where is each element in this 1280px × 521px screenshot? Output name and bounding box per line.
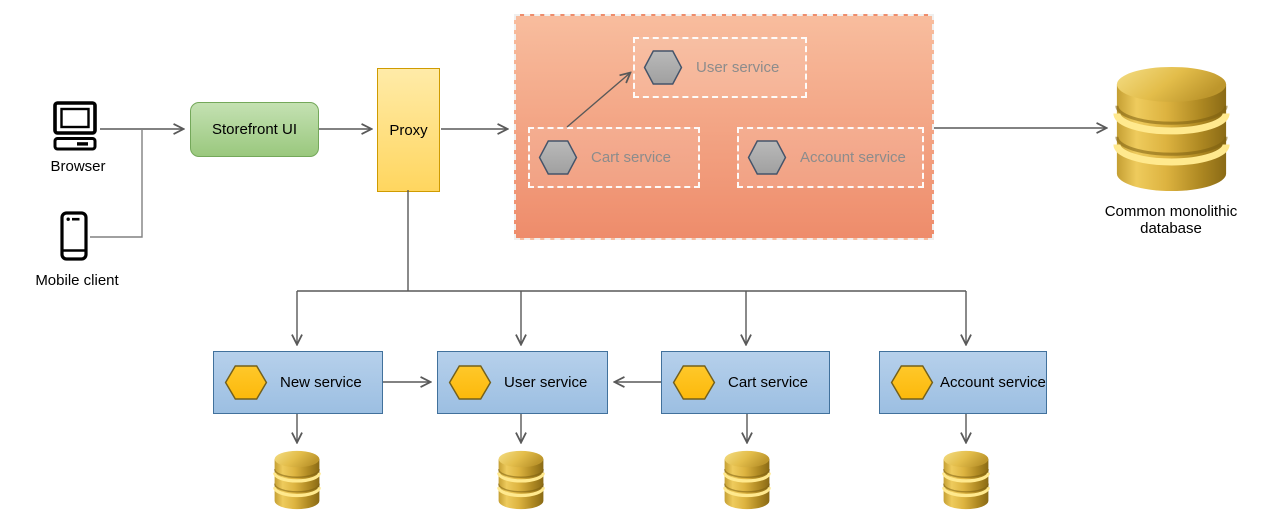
user-service-database-icon	[497, 450, 545, 510]
monolith-account-service: Account service	[737, 127, 924, 188]
proxy-label: Proxy	[389, 121, 428, 139]
new-service-node: New service	[213, 351, 383, 414]
monolith-database-label: Common monolithic database	[1104, 203, 1238, 237]
hexagon-icon	[224, 365, 268, 400]
hexagon-icon	[448, 365, 492, 400]
mobile-client-label: Mobile client	[35, 271, 119, 289]
account-service-database-icon	[942, 450, 990, 510]
storefront-ui-node: Storefront UI	[190, 102, 319, 157]
cart-service-database-icon	[723, 450, 771, 510]
user-service-node: User service	[437, 351, 608, 414]
desktop-computer-icon	[52, 100, 100, 153]
monolith-database-icon	[1113, 65, 1230, 193]
monolith-cart-service: Cart service	[528, 127, 700, 188]
proxy-node: Proxy	[377, 68, 440, 192]
smartphone-icon	[60, 211, 88, 261]
hexagon-icon	[890, 365, 934, 400]
cart-service-node: Cart service	[661, 351, 830, 414]
monolith-user-service: User service	[633, 37, 807, 98]
new-service-label: New service	[280, 374, 362, 391]
monolith-account-service-label: Account service	[800, 149, 906, 166]
browser-label: Browser	[50, 157, 106, 175]
user-service-label: User service	[504, 374, 588, 391]
new-service-database-icon	[273, 450, 321, 510]
storefront-ui-label: Storefront UI	[211, 121, 298, 138]
hexagon-icon	[538, 140, 578, 175]
hexagon-icon	[747, 140, 787, 175]
account-service-node: Account service	[879, 351, 1047, 414]
hexagon-icon	[672, 365, 716, 400]
hexagon-icon	[643, 50, 683, 85]
monolith-cart-service-label: Cart service	[591, 149, 672, 166]
cart-service-label: Cart service	[728, 374, 809, 391]
monolith-container: User service Cart service Account servic…	[514, 14, 934, 240]
account-service-label: Account service	[940, 374, 1046, 391]
monolith-user-service-label: User service	[696, 59, 780, 76]
